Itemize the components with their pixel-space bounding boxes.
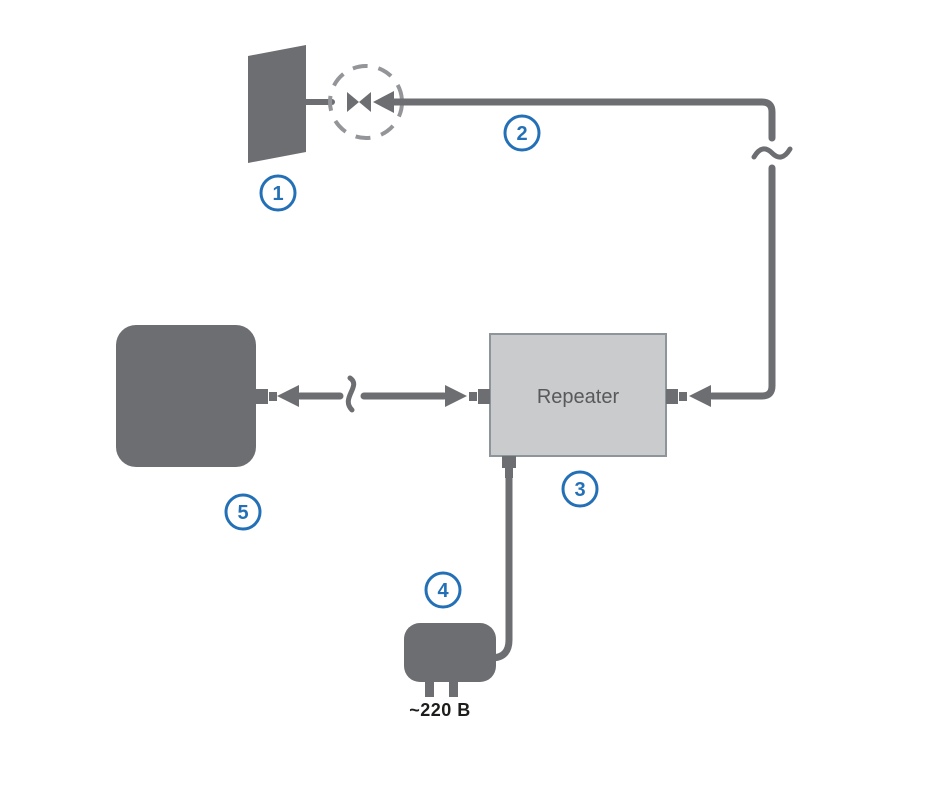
repeater: Repeater <box>469 333 687 478</box>
callout-indoor-antenna: 5 <box>224 493 262 531</box>
callout-circle-4 <box>424 571 462 609</box>
connector-bowtie-left <box>347 92 359 112</box>
power-adapter-body <box>404 623 496 682</box>
callout-circle-1 <box>259 174 297 212</box>
callout-repeater: 3 <box>561 470 599 508</box>
callout-number-4: 4 <box>437 580 449 602</box>
repeater-right-connector <box>666 389 678 404</box>
callout-number-1: 1 <box>272 183 283 205</box>
plug-prong-right <box>449 681 458 697</box>
repeater-left-connector-tip <box>469 392 477 401</box>
callout-circle-3 <box>561 470 599 508</box>
outdoor-antenna-body <box>248 45 306 163</box>
callout-number-3: 3 <box>574 479 585 501</box>
callout-number-2: 2 <box>516 123 527 145</box>
plug-prong-left <box>425 681 434 697</box>
indoor-antenna-body <box>116 325 256 467</box>
arrowhead-into-repeater-icon <box>689 385 711 407</box>
arrowhead-into-indoor-antenna-icon <box>277 385 299 407</box>
indoor-cable <box>277 375 467 413</box>
outdoor-antenna <box>248 45 335 163</box>
indoor-cable-break-icon <box>345 375 357 413</box>
arrowhead-into-repeater-left-icon <box>445 385 467 407</box>
callout-outdoor-cable: 2 <box>503 114 541 152</box>
repeater-label: Repeater <box>537 386 620 408</box>
arrowhead-into-connector-icon <box>373 91 394 113</box>
repeater-right-connector-tip <box>679 392 687 401</box>
outdoor-cable-down-run <box>708 164 776 400</box>
callout-number-5: 5 <box>237 502 248 524</box>
cable-break-tilde-icon <box>751 146 793 160</box>
outdoor-cable-top-run <box>389 98 776 142</box>
indoor-antenna-connector-tip <box>269 392 277 401</box>
connector-bowtie-right <box>359 92 371 112</box>
indoor-antenna-connector <box>256 389 268 404</box>
repeater-power-connector <box>502 456 516 468</box>
callout-circle-2 <box>503 114 541 152</box>
callout-circle-5 <box>224 493 262 531</box>
callout-power-supply: 4 <box>424 571 462 609</box>
power-voltage-label: ~220 В <box>409 700 471 720</box>
callout-outdoor-antenna: 1 <box>259 174 297 212</box>
power-supply: ~220 В <box>404 472 513 720</box>
indoor-antenna <box>116 325 277 467</box>
repeater-left-connector <box>478 389 490 404</box>
outdoor-cable <box>373 91 793 407</box>
